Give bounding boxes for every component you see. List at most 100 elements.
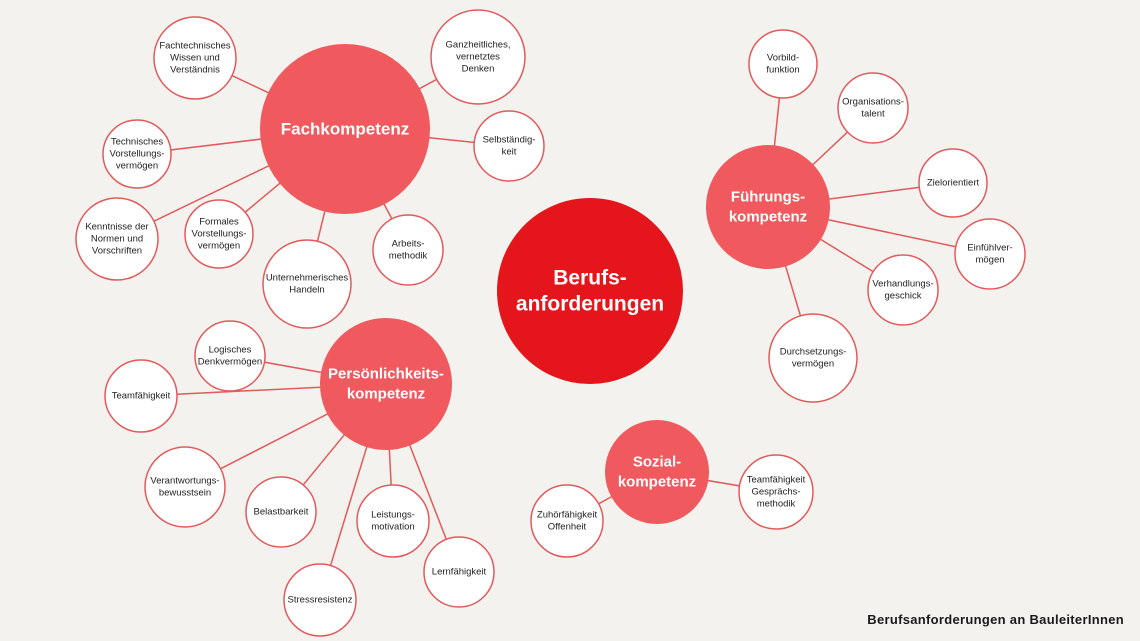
leaf-label-line: talent bbox=[861, 109, 885, 120]
hub-label-line: kompetenz bbox=[618, 474, 696, 491]
leaf-label-line: bewusstsein bbox=[159, 488, 211, 499]
leaf-label-line: Zielorientiert bbox=[927, 178, 980, 189]
hub-label-line: kompetenz bbox=[729, 209, 807, 226]
leaf-circle bbox=[262, 239, 352, 329]
hub-circle bbox=[260, 44, 430, 214]
leaf-node-leistungsmotivation: Leistungs-motivation bbox=[356, 484, 430, 558]
leaf-label-line: Handeln bbox=[289, 285, 324, 296]
hub-label-line: Fachkompetenz bbox=[281, 120, 409, 139]
leaf-circle bbox=[75, 197, 159, 281]
diagram-caption: Berufsanforderungen an BauleiterInnen bbox=[867, 612, 1124, 627]
leaf-label-line: Vorstellungs- bbox=[192, 229, 247, 240]
leaf-label-line: Einfühlver- bbox=[967, 243, 1012, 254]
leaf-label-line: vermögen bbox=[792, 359, 834, 370]
hub-circle bbox=[605, 420, 709, 524]
center-label-line: anforderungen bbox=[516, 293, 664, 316]
leaf-circle bbox=[153, 16, 237, 100]
leaf-label-line: Offenheit bbox=[548, 522, 587, 533]
leaf-circle bbox=[748, 29, 818, 99]
leaf-label-line: Fachtechnisches bbox=[159, 41, 231, 52]
leaf-label-line: Denken bbox=[462, 64, 495, 75]
leaf-node-verhandlungsgeschick: Verhandlungs-geschick bbox=[867, 254, 939, 326]
leaf-label-line: Technisches bbox=[111, 137, 164, 148]
leaf-label-line: Arbeits- bbox=[392, 239, 425, 250]
leaf-circle bbox=[530, 484, 604, 558]
hub-label-line: kompetenz bbox=[347, 386, 425, 403]
leaf-label-line: Durchsetzungs- bbox=[780, 347, 847, 358]
leaf-label-line: mögen bbox=[975, 255, 1004, 266]
leaf-label-line: Zuhörfähigkeit bbox=[537, 510, 598, 521]
hub-node-fachkompetenz: Fachkompetenz bbox=[260, 44, 430, 214]
leaf-node-vorbildfunktion: Vorbild-funktion bbox=[748, 29, 818, 99]
leaf-label-line: Leistungs- bbox=[371, 510, 415, 521]
leaf-label-line: Denkvermögen bbox=[198, 357, 262, 368]
center-node: Berufs-anforderungen bbox=[497, 198, 683, 384]
leaf-circle bbox=[102, 119, 172, 189]
leaf-node-selbstaendigkeit: Selbständig-keit bbox=[473, 110, 545, 182]
leaf-label-line: funktion bbox=[766, 65, 799, 76]
leaf-label-line: Belastbarkeit bbox=[254, 507, 309, 518]
hub-circle bbox=[706, 145, 830, 269]
hub-node-fuehrungskompetenz: Führungs-kompetenz bbox=[706, 145, 830, 269]
leaf-label-line: Lernfähigkeit bbox=[432, 567, 487, 578]
leaf-label-line: Ganzheitliches, bbox=[446, 40, 511, 51]
leaf-circle bbox=[144, 446, 226, 528]
leaf-label-line: Verständnis bbox=[170, 65, 220, 76]
leaf-circle bbox=[194, 320, 266, 392]
leaf-circle bbox=[768, 313, 858, 403]
leaf-label-line: vernetztes bbox=[456, 52, 500, 63]
leaf-label-line: Formales bbox=[199, 217, 239, 228]
leaf-node-belastbarkeit: Belastbarkeit bbox=[245, 476, 317, 548]
leaf-label-line: Vorstellungs- bbox=[110, 149, 165, 160]
leaf-node-verantwortungsbewusstsein: Verantwortungs-bewusstsein bbox=[144, 446, 226, 528]
hub-label-line: Persönlichkeits- bbox=[328, 366, 444, 383]
leaf-circle bbox=[738, 454, 814, 530]
leaf-circle bbox=[283, 563, 357, 637]
leaf-label-line: Unternehmerisches bbox=[266, 273, 349, 284]
leaf-label-line: Verantwortungs- bbox=[150, 476, 219, 487]
leaf-node-zielorientiert: Zielorientiert bbox=[918, 148, 988, 218]
leaf-label-line: vermögen bbox=[198, 241, 240, 252]
leaf-label-line: methodik bbox=[757, 499, 796, 510]
leaf-circle bbox=[423, 536, 495, 608]
leaf-label-line: Normen und bbox=[91, 234, 143, 245]
leaf-circle bbox=[372, 214, 444, 286]
hub-nodes: FachkompetenzFührungs-kompetenzPersönlic… bbox=[260, 44, 830, 524]
leaf-label-line: motivation bbox=[371, 522, 414, 533]
leaf-node-teamfaehigkeit: Teamfähigkeit bbox=[104, 359, 178, 433]
leaf-label-line: Wissen und bbox=[170, 53, 220, 64]
leaf-circle bbox=[104, 359, 178, 433]
leaf-circle bbox=[954, 218, 1026, 290]
leaf-label-line: methodik bbox=[389, 251, 428, 262]
leaf-circle bbox=[867, 254, 939, 326]
center-label-line: Berufs- bbox=[553, 267, 627, 290]
hub-label-line: Sozial- bbox=[633, 454, 681, 471]
leaf-label-line: geschick bbox=[885, 291, 922, 302]
leaf-label-line: Selbständig- bbox=[483, 135, 536, 146]
leaf-label-line: Stressresistenz bbox=[288, 595, 353, 606]
leaf-node-durchsetzungsvermoegen: Durchsetzungs-vermögen bbox=[768, 313, 858, 403]
hub-node-persoenlichkeitskompetenz: Persönlichkeits-kompetenz bbox=[320, 318, 452, 450]
leaf-label-line: Organisations- bbox=[842, 97, 904, 108]
leaf-label-line: Kenntnisse der bbox=[85, 222, 148, 233]
leaf-label-line: keit bbox=[502, 147, 517, 158]
leaf-node-lernfaehigkeit: Lernfähigkeit bbox=[423, 536, 495, 608]
hub-label-line: Führungs- bbox=[731, 189, 805, 206]
leaf-circle bbox=[356, 484, 430, 558]
leaf-node-arbeitsmethodik: Arbeits-methodik bbox=[372, 214, 444, 286]
leaf-label-line: Logisches bbox=[209, 345, 252, 356]
leaf-label-line: Teamfähigkeit bbox=[112, 391, 171, 402]
leaf-label-line: Verhandlungs- bbox=[872, 279, 933, 290]
leaf-node-einfuehlvermoegen: Einfühlver-mögen bbox=[954, 218, 1026, 290]
leaf-label-line: vermögen bbox=[116, 161, 158, 172]
leaf-node-stressresistenz: Stressresistenz bbox=[283, 563, 357, 637]
